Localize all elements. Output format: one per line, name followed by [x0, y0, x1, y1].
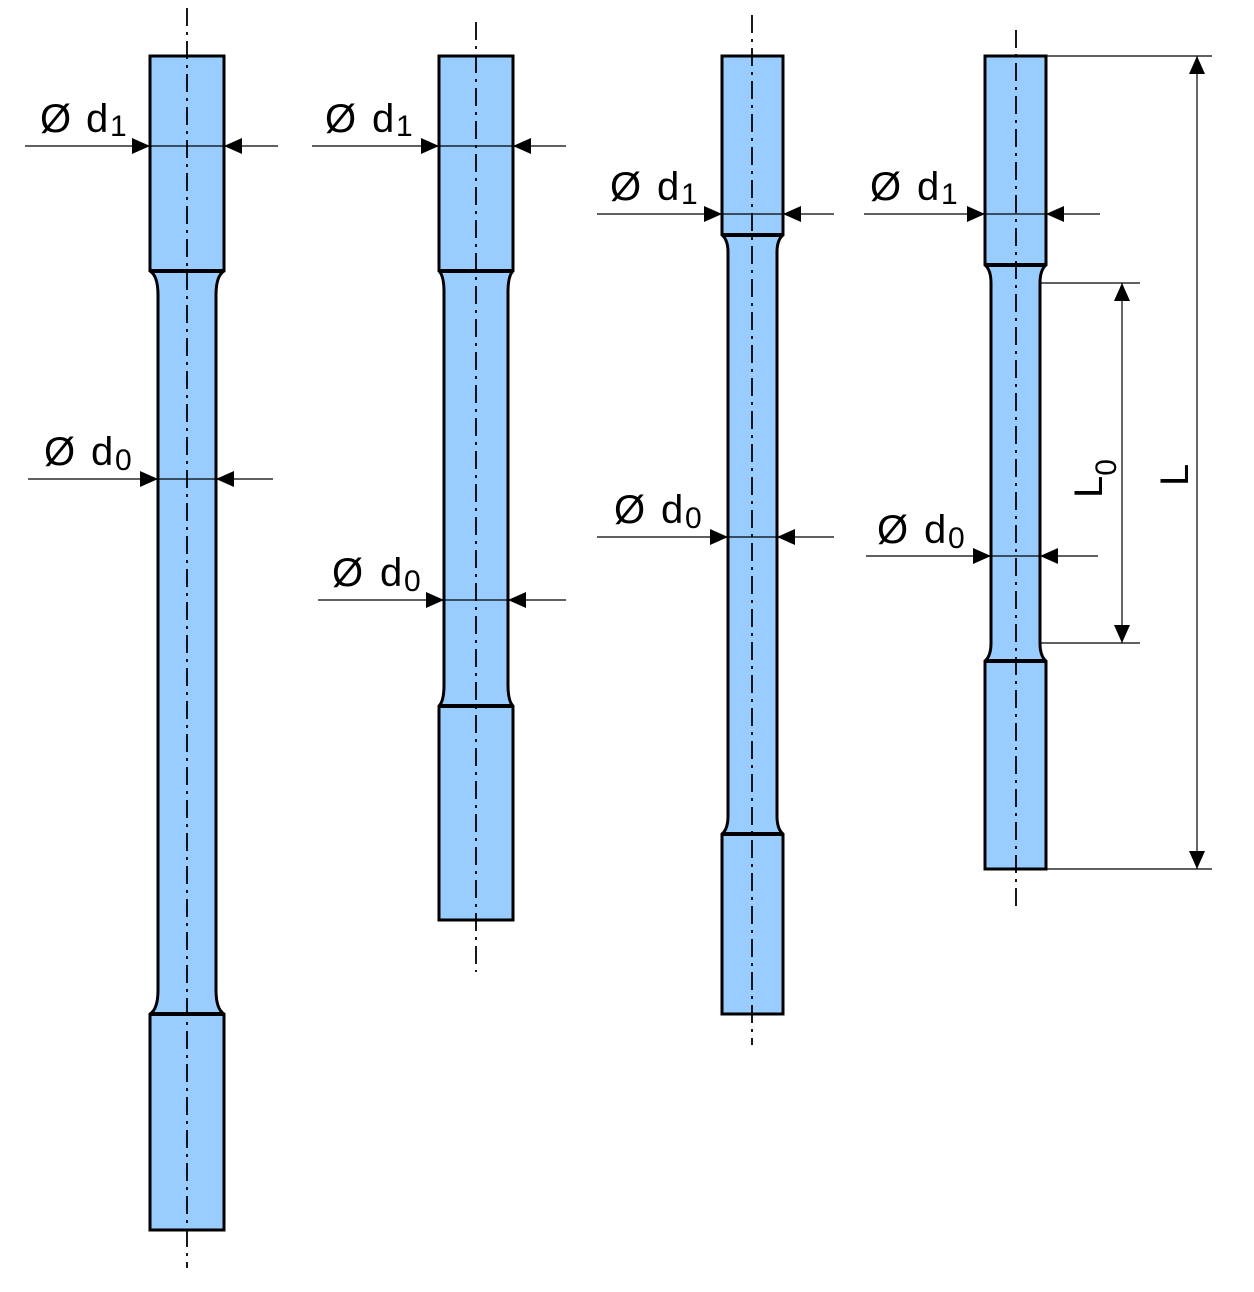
- specimen-2: Ø d 1 Ø d 0: [312, 22, 566, 972]
- label-d1-subscript: 1: [941, 178, 958, 211]
- diameter-symbol: Ø: [44, 430, 75, 474]
- L0-dimension: L0: [1040, 282, 1140, 644]
- label-d1-subscript: 1: [396, 110, 413, 143]
- diameter-symbol: Ø: [870, 165, 901, 209]
- d0-dimension: Ø d 0: [597, 488, 834, 545]
- d1-dimension: Ø d 1: [25, 97, 278, 154]
- specimen-4: Ø d 1 Ø d 0 L0 L: [864, 30, 1212, 910]
- label-d1-subscript: 1: [110, 110, 127, 143]
- d1-dimension: Ø d 1: [597, 165, 834, 222]
- label-d1: d: [86, 97, 108, 141]
- label-d0-subscript: 0: [404, 565, 421, 598]
- label-d0: d: [924, 508, 946, 552]
- label-d0-subscript: 0: [948, 522, 965, 555]
- label-d1: d: [917, 165, 939, 209]
- diameter-symbol: Ø: [610, 165, 641, 209]
- diameter-symbol: Ø: [325, 97, 356, 141]
- L-dimension: L: [1046, 55, 1212, 870]
- label-d0-subscript: 0: [115, 444, 132, 477]
- specimen-3: Ø d 1 Ø d 0: [597, 15, 834, 1045]
- label-d1: d: [372, 97, 394, 141]
- label-d1-subscript: 1: [681, 178, 698, 211]
- label-L: L: [1153, 464, 1197, 486]
- label-L0-base: L: [1067, 476, 1111, 498]
- d0-dimension: Ø d 0: [28, 430, 273, 487]
- label-L0: L0: [1067, 459, 1123, 498]
- d0-dimension: Ø d 0: [866, 508, 1098, 564]
- diameter-symbol: Ø: [877, 508, 908, 552]
- label-d0-subscript: 0: [685, 502, 702, 535]
- specimen-1: Ø d 1 Ø d 0: [25, 8, 278, 1268]
- label-d0: d: [91, 430, 113, 474]
- diameter-symbol: Ø: [614, 488, 645, 532]
- diameter-symbol: Ø: [332, 551, 363, 595]
- label-d0: d: [661, 488, 683, 532]
- d1-dimension: Ø d 1: [312, 97, 566, 154]
- diameter-symbol: Ø: [40, 97, 71, 141]
- label-L0-subscript: 0: [1090, 459, 1123, 476]
- d1-dimension: Ø d 1: [864, 165, 1100, 222]
- label-d0: d: [380, 551, 402, 595]
- d0-dimension: Ø d 0: [318, 551, 566, 608]
- label-d1: d: [657, 165, 679, 209]
